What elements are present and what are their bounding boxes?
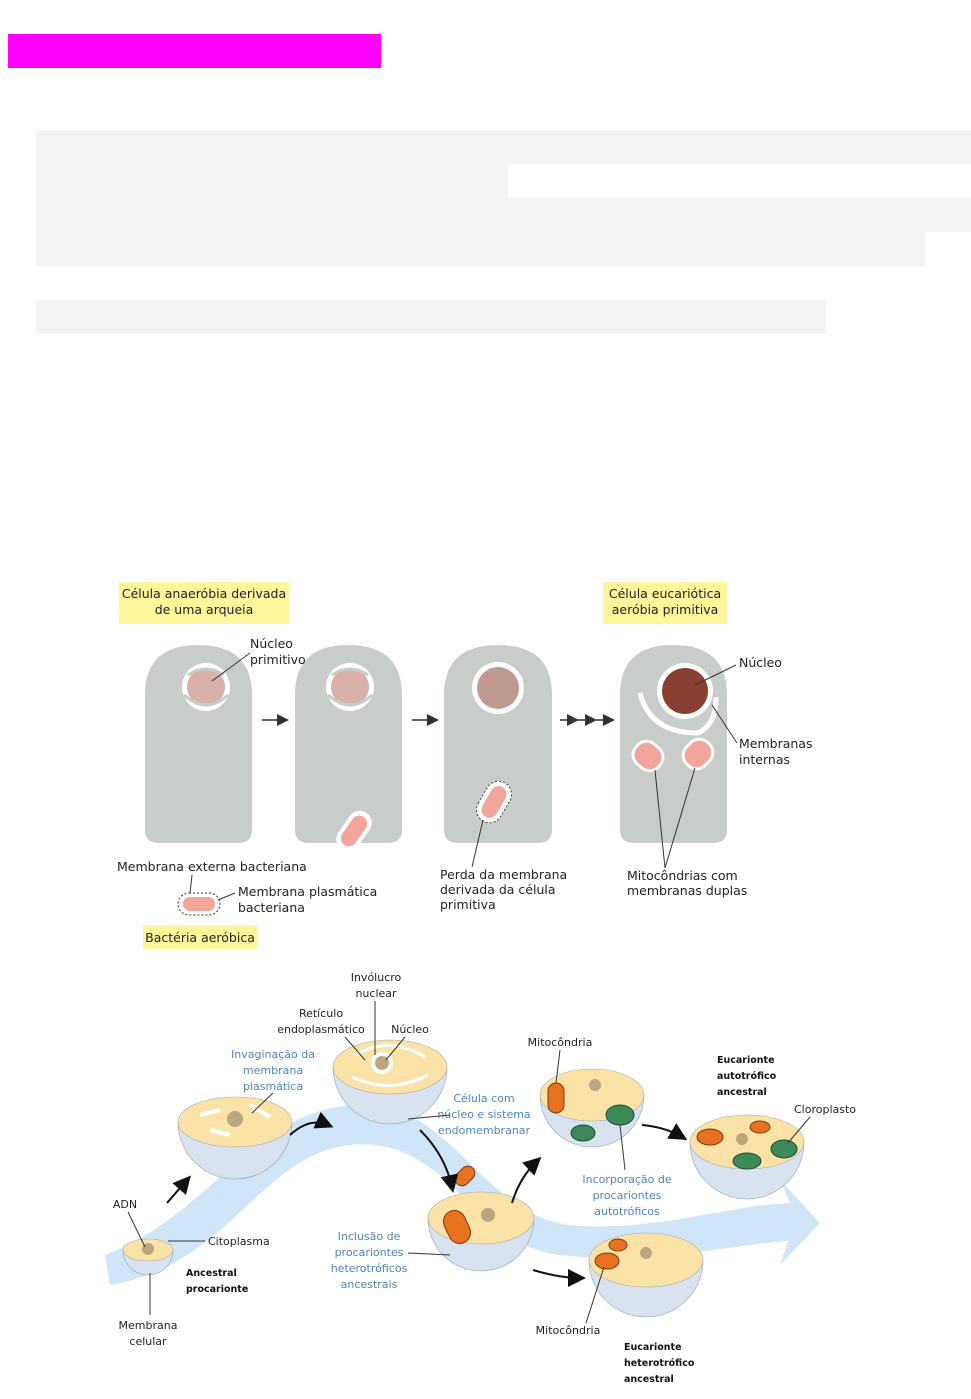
text-block [36,130,971,164]
membranas-internas-2: internas [739,752,790,767]
membranas-internas-1: Membranas [739,736,812,751]
euc-auto-1: Eucarionte [717,1055,775,1066]
membrana-celular-1: Membrana [119,1319,178,1332]
ancestral-proc-1: Ancestral [186,1268,237,1279]
mitocondria-bottom-label: Mitocôndria [536,1324,601,1337]
invaginacao-3: plasmática [243,1080,303,1093]
incorporacao-2: procariontes [593,1189,662,1202]
euc-auto-2: autotrófico [717,1071,777,1082]
reticulo-1: Retículo [299,1007,343,1020]
eukaryotic-label-1: Célula eucariótica [609,586,721,601]
cloroplasto-label: Cloroplasto [794,1103,856,1116]
inclusao-1: Inclusão de [338,1230,401,1243]
inclusao-3: heterotróficos [331,1262,408,1275]
invaginacao-2: membrana [243,1064,303,1077]
ancestral-proc-2: procarionte [186,1284,248,1295]
mitocondrias-2: membranas duplas [627,883,747,898]
celula-com-3: endomembranar [438,1124,531,1137]
invaginacao-1: Invaginação da [231,1048,315,1061]
aerobic-bacterium [183,897,215,911]
membrana-externa-label: Membrana externa bacteriana [117,859,307,874]
membrana-celular-2: celular [129,1335,167,1348]
celula-com-1: Célula com [453,1092,514,1105]
euc-hetero-1: Eucarionte [624,1342,682,1353]
inclusao-2: procariontes [335,1246,404,1259]
perda-3: primitiva [440,897,496,912]
eukaryotic-label-2: aeróbia primitiva [612,602,719,617]
adn-label: ADN [113,1198,137,1211]
text-block [36,164,508,198]
anaerobic-label-2: de uma arqueia [155,602,254,617]
involucro-1: Invólucro [351,971,402,984]
eukaryote-evolution-diagram: Invólucro nuclear Retículo endoplasmátic… [90,965,880,1395]
euc-hetero-3: ancestral [624,1374,674,1385]
nucleus-4 [662,668,708,714]
mitocondrias-1: Mitocôndrias com [627,868,738,883]
anaerobic-label-1: Célula anaeróbia derivada [122,586,286,601]
highlight-bar [8,34,381,68]
incorporacao-3: autotróficos [594,1205,660,1218]
text-block [36,232,925,266]
text-block [36,198,971,232]
nucleo-label-2: Núcleo [391,1023,429,1036]
text-block [36,300,826,334]
reticulo-2: endoplasmático [277,1023,365,1036]
perda-1: Perda da membrana [440,867,567,882]
mitocondria-top-label: Mitocôndria [528,1036,593,1049]
nucleus-3 [477,667,519,709]
involucro-2: nuclear [355,987,397,1000]
euc-hetero-2: heterotrófico [624,1358,695,1369]
bacteria-aerobica-label: Bactéria aeróbica [145,930,255,945]
membrana-plasmatica-2: bacteriana [238,900,305,915]
membrana-plasmatica-1: Membrana plasmática [238,884,377,899]
perda-2: derivada da célula [440,882,556,897]
incorporacao-1: Incorporação de [582,1173,671,1186]
celula-com-2: núcleo e sistema [437,1108,530,1121]
inclusao-4: ancestrais [341,1278,398,1291]
nucleo-primitivo-1: Núcleo [250,636,293,651]
nucleo-label: Núcleo [739,655,782,670]
euc-auto-3: ancestral [717,1087,767,1098]
chloroplast [771,1140,797,1158]
nucleo-primitivo-2: primitivo [250,652,306,667]
endosymbiosis-diagram: Célula anaeróbia derivada de uma arqueia… [100,575,880,955]
citoplasma-label: Citoplasma [208,1235,270,1248]
chloroplast-entering [606,1105,634,1125]
